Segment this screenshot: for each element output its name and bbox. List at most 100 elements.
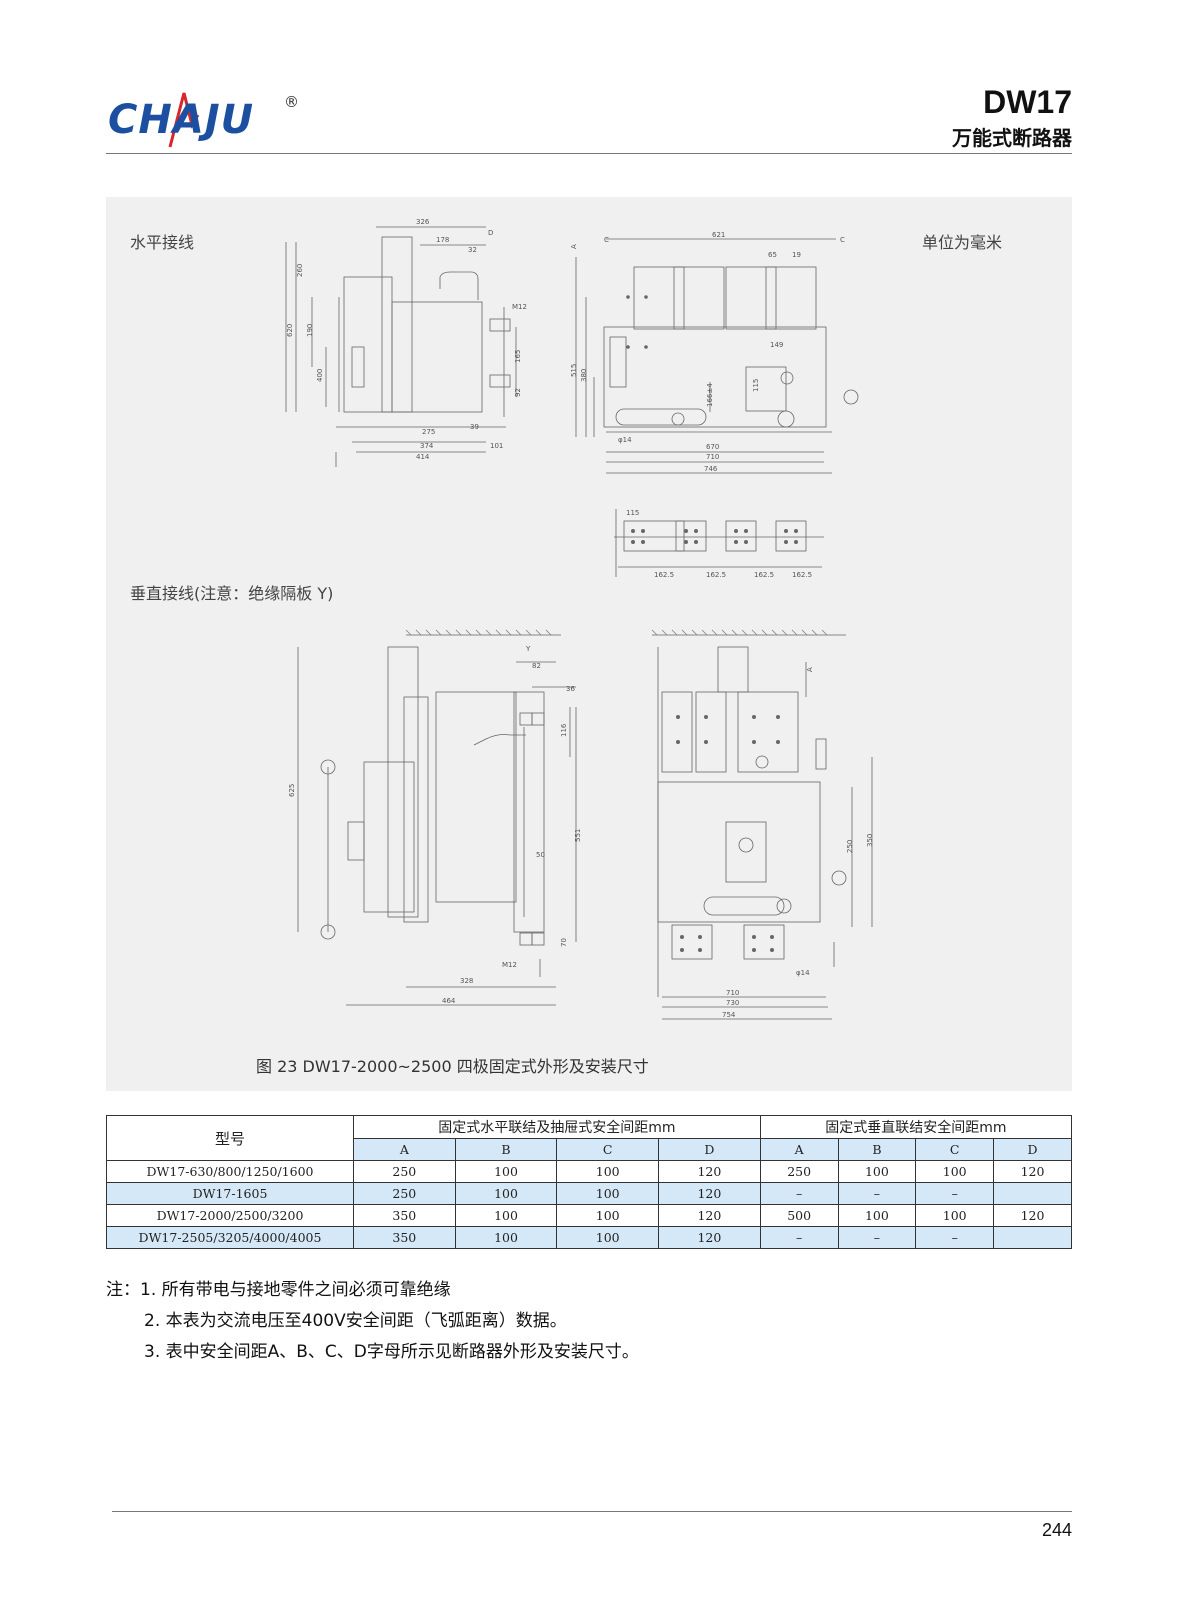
cell-value: – <box>759 1182 839 1205</box>
table-row: DW17-630/800/1250/1600 250 100 100 120 2… <box>106 1160 1072 1183</box>
dim-162-2: 162.5 <box>706 571 726 579</box>
sub-header: C <box>556 1138 660 1161</box>
dim-116: 116 <box>560 723 568 737</box>
cell-value: 100 <box>556 1160 660 1183</box>
sub-header: D <box>993 1138 1072 1161</box>
dimension-drawing: 水平接线 单位为毫米 垂直接线(注意：绝缘隔板 Y) <box>106 197 1072 1091</box>
cell-value: 100 <box>454 1160 558 1183</box>
cell-value: 120 <box>993 1160 1072 1183</box>
registered-mark: ® <box>284 93 299 111</box>
cell-value: 250 <box>759 1160 839 1183</box>
dim-754: 754 <box>722 1011 736 1019</box>
cell-value: – <box>915 1182 995 1205</box>
row-model: DW17-1605 <box>106 1182 354 1205</box>
cell-value: 100 <box>454 1204 558 1227</box>
sub-header: B <box>454 1138 558 1161</box>
drawing-svg: 326 178 32 D 260 190 620 400 275 374 414… <box>285 218 874 1020</box>
note-item: 3. 表中安全间距A、B、C、D字母所示见断路器外形及安装尺寸。 <box>144 1342 639 1362</box>
dim-621: 621 <box>712 231 725 239</box>
dim-M12-bottom: M12 <box>502 961 517 969</box>
dim-746: 746 <box>704 465 718 473</box>
table-row: DW17-2000/2500/3200 350 100 100 120 500 … <box>106 1204 1072 1227</box>
sub-header: A <box>759 1138 839 1161</box>
dim-710: 710 <box>706 453 719 461</box>
dim-D: D <box>488 229 493 237</box>
dim-162-4: 162.5 <box>792 571 812 579</box>
cell-value: 100 <box>915 1160 995 1183</box>
dim-162-1: 162.5 <box>654 571 674 579</box>
dim-326: 326 <box>416 218 430 226</box>
cell-value: 350 <box>353 1226 456 1249</box>
cell-value: – <box>915 1226 995 1249</box>
dim-Y: Y <box>525 645 531 653</box>
logo-text: CHAJU <box>108 97 255 143</box>
cell-value: 100 <box>556 1204 660 1227</box>
cell-value: 120 <box>658 1182 761 1205</box>
dim-551: 551 <box>574 829 582 842</box>
col-model-header: 型号 <box>106 1115 354 1161</box>
dim-A-bottom: A <box>806 667 814 672</box>
dim-70: 70 <box>560 938 568 947</box>
logo-lightning-icon <box>168 92 200 148</box>
table-row: DW17-2505/3205/4000/4005 350 100 100 120… <box>106 1226 1072 1249</box>
header-divider <box>106 153 1072 154</box>
dim-149: 149 <box>770 341 783 349</box>
dim-phi14-bottom: φ14 <box>796 969 810 977</box>
cell-value: – <box>837 1226 917 1249</box>
dim-36: 36 <box>566 685 575 693</box>
dim-115-strip: 115 <box>626 509 639 517</box>
dim-670: 670 <box>706 443 719 451</box>
figure-caption: 图 23 DW17-2000~2500 四极固定式外形及安装尺寸 <box>256 1057 649 1076</box>
page-number: 244 <box>1041 1520 1072 1540</box>
group-horizontal-header: 固定式水平联结及抽屉式安全间距mm <box>353 1115 761 1139</box>
brand-logo: CHAJU ® <box>108 85 308 155</box>
cell-value: 120 <box>658 1160 761 1183</box>
label-horizontal-wiring: 水平接线 <box>130 233 195 252</box>
safety-clearance-table: 型号 固定式水平联结及抽屉式安全间距mm 固定式垂直联结安全间距mm A B C… <box>106 1115 1073 1249</box>
dim-710-bottom: 710 <box>726 989 739 997</box>
cell-value: 250 <box>353 1160 456 1183</box>
cell-value: 350 <box>353 1204 456 1227</box>
cell-value: 120 <box>993 1204 1072 1227</box>
group-vertical-header: 固定式垂直联结安全间距mm <box>759 1115 1073 1139</box>
footer-divider <box>112 1511 1072 1512</box>
label-vertical-wiring: 垂直接线(注意：绝缘隔板 Y) <box>130 584 334 603</box>
dim-166: 166±4 <box>706 383 714 407</box>
dim-82: 82 <box>532 662 541 670</box>
cell-value: 100 <box>454 1182 558 1205</box>
cell-value: 100 <box>556 1182 660 1205</box>
dim-178: 178 <box>436 236 449 244</box>
cell-value: – <box>759 1226 839 1249</box>
dim-165: 165 <box>514 350 522 363</box>
dim-32: 32 <box>468 246 477 254</box>
dim-464: 464 <box>442 997 456 1005</box>
dim-92: 92 <box>514 388 522 397</box>
cell-value: – <box>837 1182 917 1205</box>
dim-328: 328 <box>460 977 473 985</box>
cell-value: 120 <box>658 1226 761 1249</box>
dim-M12-top: M12 <box>512 303 527 311</box>
sub-header: B <box>837 1138 917 1161</box>
cell-value: 500 <box>759 1204 839 1227</box>
dim-39: 39 <box>470 423 479 431</box>
dim-C-left: C <box>604 236 609 244</box>
sub-header: A <box>353 1138 456 1161</box>
dim-515: 515 <box>570 364 578 377</box>
dim-275: 275 <box>422 428 435 436</box>
dim-190: 190 <box>306 324 314 337</box>
dim-65: 65 <box>768 251 777 259</box>
dim-620: 620 <box>286 324 294 337</box>
note-item: 注：1. 所有带电与接地零件之间必须可靠绝缘 <box>106 1280 451 1300</box>
row-model: DW17-630/800/1250/1600 <box>106 1160 354 1183</box>
dim-115: 115 <box>752 379 760 392</box>
cell-value: 100 <box>837 1204 917 1227</box>
cell-value: 100 <box>915 1204 995 1227</box>
cell-value: 100 <box>454 1226 558 1249</box>
dim-phi14-top: φ14 <box>618 436 632 444</box>
cell-value <box>993 1226 1072 1249</box>
dim-A-top: A <box>570 244 578 249</box>
dim-350: 350 <box>866 834 874 847</box>
cell-value: 100 <box>556 1226 660 1249</box>
dim-730: 730 <box>726 999 739 1007</box>
dim-625: 625 <box>288 784 296 797</box>
